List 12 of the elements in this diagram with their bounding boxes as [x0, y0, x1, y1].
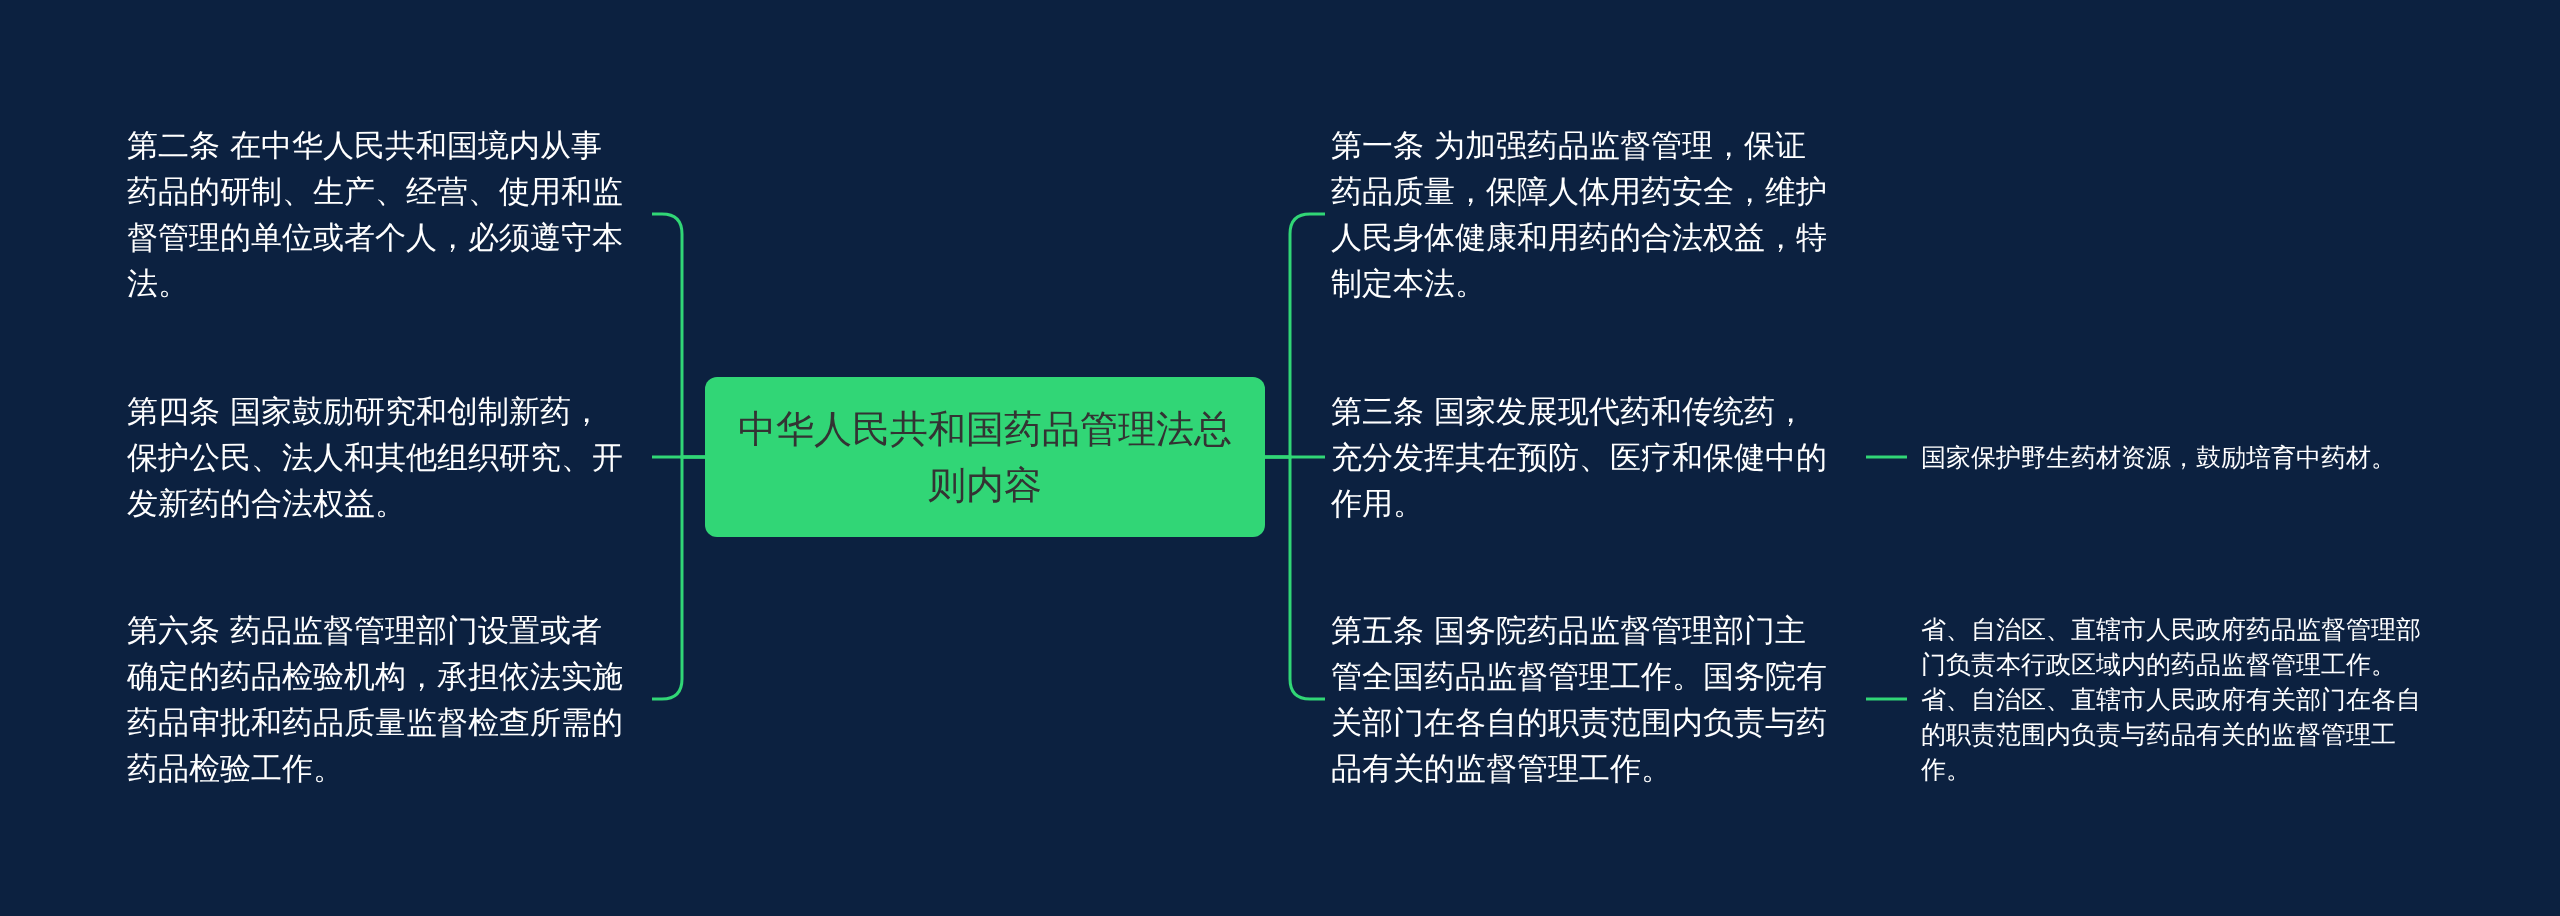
- article-text: 国家保护野生药材资源，鼓励培育中药材。: [1921, 441, 2397, 474]
- article-text: 第四条 国家鼓励研究和创制新药，保护公民、法人和其他组织研究、开发新药的合法权益。: [127, 392, 624, 523]
- article-text: 第五条 国务院药品监督管理部门主管全国药品监督管理工作。国务院有关部门在各自的职责范围内负责与药品有关的监督管理工作。: [1331, 611, 1828, 788]
- article-text: 第三条 国家发展现代药和传统药，充分发挥其在预防、医疗和保健中的作用。: [1331, 392, 1828, 523]
- article-text: 第二条 在中华人民共和国境内从事药品的研制、生产、经营、使用和监督管理的单位或者个人，必须遵守本法。: [127, 126, 624, 303]
- connector-line: [1265, 455, 1325, 701]
- article-text: 省、自治区、直辖市人民政府药品监督管理部门负责本行政区域内的药品监督管理工作。省、自治区、直辖市人民政府有关部门在各自的职责范围内负责与药品有关的监督管理工作。: [1921, 613, 2422, 786]
- connector-line: [1866, 455, 1907, 459]
- article-text: 第一条 为加强药品监督管理，保证药品质量，保障人体用药安全，维护人民身体健康和用药的合法权益，特制定本法。: [1331, 126, 1828, 303]
- article-text: 第六条 药品监督管理部门设置或者确定的药品检验机构，承担依法实施药品审批和药品质量监督检查所需的药品检验工作。: [127, 611, 624, 788]
- connector-line: [1866, 697, 1907, 701]
- topic-box: 中华人民共和国药品管理法总则内容: [705, 377, 1265, 537]
